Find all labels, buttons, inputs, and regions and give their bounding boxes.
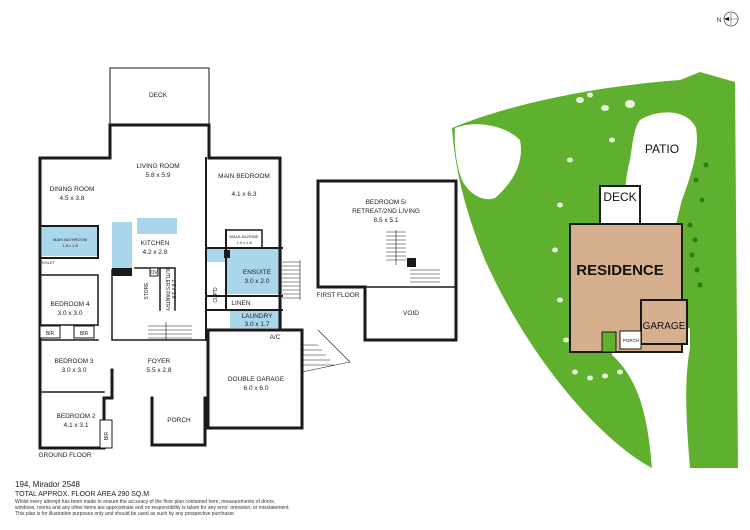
void-label: VOID [403, 310, 419, 317]
ensuite-name: ENSUITE [243, 269, 272, 276]
stair-post [407, 258, 416, 267]
bedroom2-name: BEDROOM 2 [56, 413, 95, 420]
bedroom5-name: BEDROOM 5/ [366, 199, 407, 206]
first-floor-walls [316, 179, 458, 342]
bedroom-wing-walls [205, 157, 283, 341]
bir-closet-4 [39, 325, 61, 339]
kitchen-bench-fill [112, 222, 132, 268]
laundry-name: LAUNDRY [242, 313, 274, 320]
ground-floor-label: GROUND FLOOR [38, 452, 91, 459]
patio-area [625, 112, 697, 248]
garage-name: DOUBLE GARAGE [228, 376, 285, 383]
compass-label: N [717, 18, 721, 24]
garage-size: 6.0 x 6.0 [244, 385, 269, 392]
bath-walls [39, 225, 99, 259]
site-garage-label: GARAGE [643, 321, 686, 332]
laundry-fill [230, 310, 282, 328]
cupd-label: CUP'D [213, 287, 219, 303]
garden-bed [601, 331, 617, 353]
ensuite-fixture [224, 250, 230, 258]
bir-closet-3 [73, 325, 95, 339]
stepping-stones [552, 92, 635, 381]
wir-walls [225, 229, 263, 249]
bedroom4-name: BEDROOM 4 [50, 301, 89, 308]
first-floor-stairs [386, 230, 440, 283]
floor-plan-drawing: DECK LIVING ROOM 5.8 x 5.9 DINING ROOM 4… [38, 67, 738, 468]
porch-walls [150, 396, 207, 447]
disclaimer-line: This plan is for illustrative purposes o… [15, 511, 236, 518]
ac-label: A/C [270, 334, 281, 341]
hall-walls [111, 269, 206, 341]
outer-wall-top [38, 123, 282, 332]
site-deck-label: DECK [603, 190, 636, 204]
living-room-name: LIVING ROOM [136, 163, 179, 170]
main-bathroom-fill [42, 226, 98, 256]
butlers-pantry-name: BUTLERS PANTRY [164, 267, 170, 312]
laundry-size: 3.0 x 1.7 [245, 321, 270, 328]
dining-room-size: 4.5 x 3.8 [60, 195, 85, 202]
porch-block [619, 330, 642, 350]
bed3-walls [39, 324, 105, 393]
living-room-size: 5.8 x 5.9 [146, 172, 171, 179]
first-floor-label: FIRST FLOOR [317, 292, 360, 299]
ground-stairs [148, 260, 351, 373]
north-compass-icon: N [717, 11, 739, 27]
walk-in-robe-size: 1.9 x 1.8 [236, 240, 252, 245]
bir-label-3: BIR [80, 331, 89, 337]
walk-in-robe-name: WALK-IN-ROBE [229, 234, 259, 239]
linen-label: LINEN [231, 300, 250, 307]
site-porch-label: PORCH [623, 338, 639, 343]
kitchen-island [137, 218, 177, 234]
ensuite-size: 3.0 x 2.0 [245, 278, 270, 285]
bir-label-2: BIR [104, 431, 110, 440]
kitchen-appliance [112, 268, 132, 276]
ground-floor-plan: DECK LIVING ROOM 5.8 x 5.9 DINING ROOM 4… [38, 67, 351, 459]
store-label: STORE [144, 282, 150, 300]
bedroom3-size: 3.0 x 3.0 [62, 367, 87, 374]
ov-box [149, 267, 159, 277]
main-bathroom-size: 1.8 x 1.8 [62, 243, 78, 248]
bedroom5-size: 8.5 x 5.1 [374, 217, 399, 224]
porch-label: PORCH [167, 417, 191, 424]
garage-block [640, 299, 688, 345]
cupd-fill [206, 262, 226, 310]
ov-label: OV [150, 270, 158, 276]
garage-walls [206, 328, 304, 430]
outer-wall-left [38, 156, 106, 450]
pantry-walls [134, 267, 176, 311]
disclaimer-line: windows, rooms and any other items are a… [15, 505, 290, 512]
butlers-pantry-size: 1.8 x 3.6 [170, 279, 176, 298]
driveway [612, 328, 690, 468]
kitchen-size: 4.2 x 2.8 [143, 249, 168, 256]
bed4-walls [39, 274, 99, 326]
bedroom3-name: BEDROOM 3 [54, 358, 93, 365]
bedroom5-name2: RETREAT/2ND LIVING [352, 208, 420, 215]
bedroom2-size: 4.1 x 3.1 [64, 422, 89, 429]
bir-closet-2 [99, 419, 113, 449]
foyer-size: 5.5 x 2.8 [147, 367, 172, 374]
main-bathroom-name: MAIN BATHROOM [53, 237, 87, 242]
main-bedroom-size: 4.1 x 6.3 [232, 191, 257, 198]
property-address: 194, Mirador 2548 [15, 480, 80, 489]
disclaimer-line: Whilst every attempt has been made to en… [15, 499, 276, 505]
left-white-area [454, 124, 521, 200]
residence-label: RESIDENCE [576, 262, 664, 279]
patio-label: PATIO [645, 142, 679, 156]
dining-room-name: DINING ROOM [50, 186, 95, 193]
site-plan: PATIO DECK RESIDENCE GARAGE PORCH [452, 72, 738, 468]
first-floor-plan: BEDROOM 5/ RETREAT/2ND LIVING 8.5 x 5.1 … [316, 179, 458, 342]
deck-label: DECK [149, 92, 168, 99]
hedge-row [687, 162, 709, 288]
deck-block [599, 185, 641, 225]
footer: 194, Mirador 2548 TOTAL APPROX. FLOOR AR… [15, 480, 485, 518]
toilet-label: TOILET [41, 260, 55, 265]
total-floor-area: TOTAL APPROX. FLOOR AREA 290 SQ.M [15, 491, 150, 498]
main-bedroom-name: MAIN BEDROOM [218, 173, 270, 180]
bir-label-4: BIR [46, 331, 55, 337]
foyer-name: FOYER [148, 358, 171, 365]
bedroom4-size: 3.0 x 3.0 [58, 310, 83, 317]
kitchen-name: KITCHEN [141, 240, 170, 247]
